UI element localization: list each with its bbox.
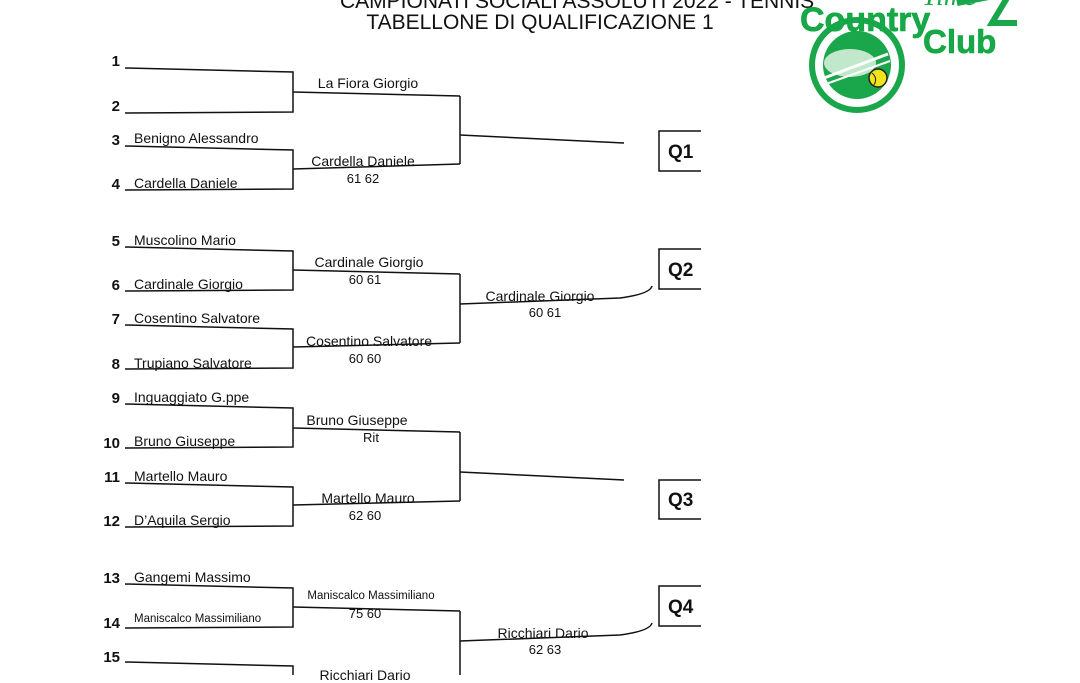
bracket-line	[124, 403, 294, 449]
bracket-line	[292, 606, 461, 612]
round2-winner: Cardella Daniele	[311, 153, 415, 169]
round2-score: Rit	[363, 430, 379, 445]
qualifier-box	[658, 130, 701, 172]
seed-number: 3	[111, 132, 120, 149]
logo-text-country: Country	[800, 1, 930, 39]
round2-winner: Cardinale Giorgio	[314, 254, 424, 270]
bracket-line	[459, 471, 625, 481]
seed-number: 12	[103, 513, 120, 530]
country-club-logo: Time Country Club	[800, 0, 1017, 113]
round3-score: 60 61	[528, 305, 562, 320]
bracket-line	[292, 269, 461, 275]
seed-number: 1	[111, 53, 120, 70]
round2-winner: Bruno Giuseppe	[306, 412, 408, 428]
logo-text-club: Club	[923, 23, 996, 60]
entrant-name: Gangemi Massimo	[134, 569, 251, 585]
seed-number: 4	[111, 176, 120, 193]
entrant-name: D’Aquila Sergio	[134, 512, 231, 528]
bracket-line	[459, 134, 625, 144]
entrant-name: Bruno Giuseppe	[134, 433, 236, 449]
seed-number: 9	[111, 390, 120, 407]
logo-swoosh	[956, 0, 1017, 26]
bracket-line	[292, 91, 461, 97]
bracket-line	[459, 622, 653, 642]
bracket-line	[124, 145, 294, 191]
round2-winner: Martello Mauro	[321, 490, 415, 506]
entrant-name: Benigno Alessandro	[134, 130, 259, 146]
entrant-name: Cardella Daniele	[134, 175, 238, 191]
logo-text-time: Time	[922, 0, 976, 12]
seed-number: 5	[111, 233, 120, 250]
qualifier-label: Q4	[668, 597, 694, 618]
entrant-name: Trupiano Salvatore	[134, 355, 252, 371]
seed-number: 10	[103, 435, 120, 452]
round3-winner: Ricchiari Dario	[497, 625, 589, 641]
bracket-line	[124, 324, 294, 370]
seed-number: 14	[103, 615, 120, 632]
entrant-name: Cosentino Salvatore	[134, 310, 261, 326]
seed-number: 11	[104, 469, 120, 486]
seed-number: 13	[103, 570, 120, 587]
entrant-name: Inguaggiato G.ppe	[134, 389, 250, 405]
bracket-line	[292, 163, 461, 170]
qualifier-box	[658, 479, 701, 520]
qualifier-box	[658, 585, 701, 627]
round3-winner: Cardinale Giorgio	[485, 288, 595, 304]
round2-score: 60 60	[348, 351, 382, 366]
round2-winner: Maniscalco Massimiliano	[307, 590, 435, 602]
qualifier-label: Q1	[668, 142, 694, 163]
entrant-name: Muscolino Mario	[134, 232, 236, 248]
page-subtitle: TABELLONE DI QUALIFICAZIONE 1	[366, 11, 714, 34]
qualifier-label: Q3	[668, 490, 694, 511]
round2-winner: La Fiora Giorgio	[317, 75, 419, 91]
entrant-name: Martello Mauro	[134, 468, 228, 484]
seed-number: 6	[111, 277, 120, 294]
bracket-line	[124, 661, 294, 675]
page-title: CAMPIONATI SOCIALI ASSOLUTI 2022 - TENNI…	[340, 0, 815, 13]
entrant-name: Cardinale Giorgio	[134, 276, 243, 292]
bracket-line	[124, 482, 294, 528]
round2-score: 61 62	[346, 171, 380, 186]
round2-winner: Cosentino Salvatore	[305, 333, 433, 349]
logo-emblem	[809, 17, 905, 113]
round3-score: 62 63	[528, 642, 562, 657]
seed-number: 2	[111, 98, 120, 115]
seed-number: 8	[111, 356, 120, 373]
round2-score: 60 61	[348, 272, 382, 287]
bracket-line	[124, 67, 294, 114]
seed-number: 7	[111, 311, 120, 328]
round2-score: 75 60	[348, 606, 382, 621]
bracket-line	[292, 427, 461, 433]
qualifier-box	[658, 248, 701, 290]
bracket-line	[292, 500, 461, 506]
entrant-name: Maniscalco Massimiliano	[134, 613, 262, 625]
bracket-line	[292, 342, 461, 348]
seed-number: 15	[103, 649, 120, 666]
bracket-line	[459, 285, 653, 305]
qualifier-label: Q2	[668, 260, 694, 281]
round2-winner: Ricchiari Dario	[319, 667, 411, 683]
round2-score: 62 60	[348, 508, 382, 523]
